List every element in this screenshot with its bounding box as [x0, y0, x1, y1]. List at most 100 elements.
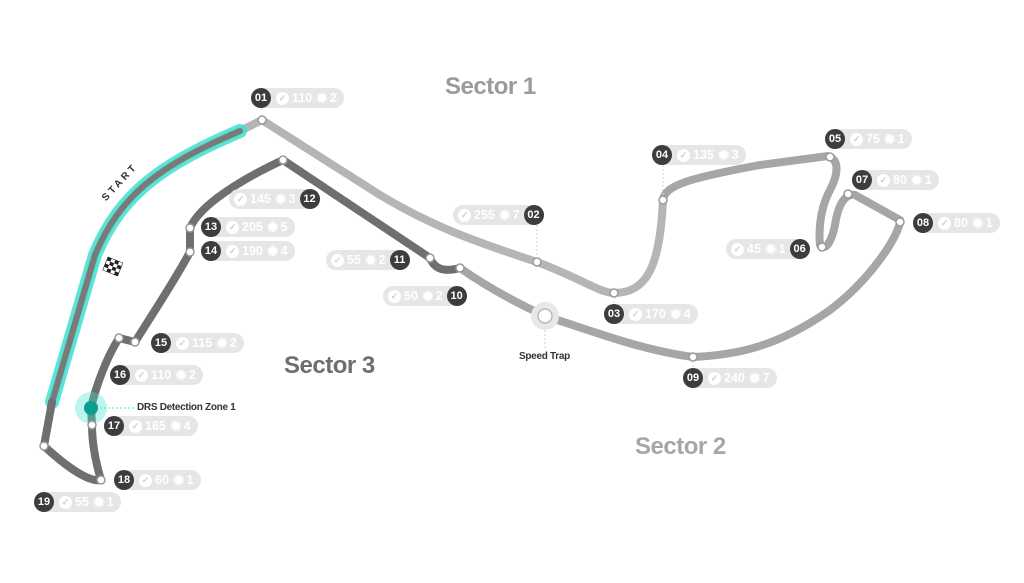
corner-dot-05 — [825, 152, 835, 162]
corner-speed: 45 — [747, 242, 761, 256]
corner-gear: 1 — [778, 242, 786, 256]
corner-02-info: ✓ 255 ✹ 7 02 — [453, 205, 544, 225]
corner-08-info: 08 ✓ 80 ✹ 1 — [913, 213, 1000, 233]
corner-speed: 50 — [404, 289, 418, 303]
speed-check-icon: ✓ — [731, 242, 744, 256]
gear-icon: ✹ — [92, 494, 105, 510]
gear-icon: ✹ — [216, 335, 228, 351]
corner-gear: 7 — [512, 208, 520, 222]
corner-dot-10 — [455, 263, 465, 273]
corner-speed: 60 — [155, 473, 169, 487]
corner-dot-03 — [609, 288, 619, 298]
corner-number: 02 — [523, 205, 544, 225]
corner-speed: 80 — [893, 173, 907, 187]
speed-check-icon: ✓ — [629, 307, 642, 321]
gear-icon: ✹ — [172, 472, 185, 488]
corner-leaders — [261, 104, 831, 368]
speed-check-icon: ✓ — [226, 244, 239, 258]
corner-gear: 2 — [229, 336, 237, 350]
speed-check-icon: ✓ — [234, 192, 247, 206]
corner-speed: 110 — [292, 91, 313, 105]
speed-check-icon: ✓ — [388, 289, 401, 303]
corner-number: 10 — [446, 286, 467, 306]
corner-gear: 1 — [924, 173, 932, 187]
speed-check-icon: ✓ — [129, 419, 142, 433]
corner-09-info: 09 ✓ 240 ✹ 7 — [683, 368, 777, 388]
corner-speed: 75 — [866, 132, 880, 146]
corner-gear: 1 — [106, 495, 114, 509]
sector-1-label: Sector 1 — [445, 73, 536, 100]
speed-check-icon: ✓ — [135, 368, 148, 382]
corner-dot-16 — [114, 333, 124, 343]
corner-speed: 170 — [645, 307, 666, 321]
speed-check-icon: ✓ — [139, 473, 152, 487]
corner-speed: 145 — [250, 192, 271, 206]
corner-13-info: 13 ✓ 205 ✹ 5 — [201, 217, 295, 237]
speed-trap-label: Speed Trap — [519, 351, 570, 362]
corner-05-info: 05 ✓ 75 ✹ 1 — [825, 129, 912, 149]
corner-dot-01 — [257, 115, 267, 125]
corner-number: 15 — [151, 333, 171, 353]
speed-check-icon: ✓ — [708, 371, 721, 385]
corner-dot-02 — [532, 257, 542, 267]
gear-icon: ✹ — [169, 418, 182, 434]
corner-dot-14 — [185, 247, 195, 257]
corner-11-info: ✓ 55 ✹ 2 11 — [326, 250, 410, 270]
corner-speed: 240 — [724, 371, 745, 385]
speed-check-icon: ✓ — [877, 173, 890, 187]
gear-icon: ✹ — [364, 252, 377, 268]
start-straight-core — [49, 128, 243, 405]
corner-10-info: ✓ 50 ✹ 2 10 — [383, 286, 467, 306]
speed-check-icon: ✓ — [59, 495, 72, 509]
gear-icon: ✹ — [669, 306, 682, 322]
corner-gear: 2 — [435, 289, 443, 303]
speed-check-icon: ✓ — [176, 336, 189, 350]
corner-number: 16 — [110, 365, 130, 385]
corner-gear: 2 — [329, 91, 337, 105]
corner-number: 07 — [852, 170, 872, 190]
sector-3-label: Sector 3 — [284, 352, 375, 379]
corner-number: 05 — [825, 129, 845, 149]
corner-17-info: 17 ✓ 165 ✹ 4 — [104, 416, 198, 436]
start-flag-icon — [102, 256, 124, 277]
corner-dot-07 — [843, 189, 853, 199]
speed-check-icon: ✓ — [331, 253, 344, 267]
speed-check-icon: ✓ — [677, 148, 690, 162]
drs-detection-dot — [84, 401, 98, 415]
corner-speed: 55 — [347, 253, 361, 267]
corner-18-info: 18 ✓ 60 ✹ 1 — [114, 470, 201, 490]
speed-check-icon: ✓ — [226, 220, 239, 234]
corner-number: 06 — [789, 239, 810, 259]
corner-dot-15 — [130, 337, 140, 347]
corner-number: 17 — [104, 416, 124, 436]
corner-06-info: ✓ 45 ✹ 1 06 — [726, 239, 810, 259]
corner-number: 01 — [251, 88, 271, 108]
corner-dot-08 — [895, 217, 905, 227]
corner-07-info: 07 ✓ 80 ✹ 1 — [852, 170, 939, 190]
gear-icon: ✹ — [748, 370, 761, 386]
corner-dot-04 — [658, 195, 668, 205]
gear-icon: ✹ — [498, 207, 511, 223]
corner-speed: 190 — [242, 244, 263, 258]
speed-check-icon: ✓ — [458, 208, 471, 222]
corner-gear: 4 — [683, 307, 691, 321]
corner-gear: 1 — [897, 132, 905, 146]
corner-gear: 5 — [280, 220, 288, 234]
corner-speed: 80 — [954, 216, 968, 230]
corner-gear: 1 — [985, 216, 993, 230]
corner-number: 14 — [201, 241, 221, 261]
corner-number: 09 — [683, 368, 703, 388]
corner-number: 19 — [34, 492, 54, 512]
corner-dot-12 — [278, 155, 288, 165]
corner-number: 13 — [201, 217, 221, 237]
corner-speed: 255 — [474, 208, 495, 222]
corner-15-info: 15 ✓ 115 ✹ 2 — [151, 333, 244, 353]
speed-check-icon: ✓ — [938, 216, 951, 230]
corner-12-info: ✓ 145 ✹ 3 12 — [229, 189, 320, 209]
corner-dot-13 — [185, 223, 195, 233]
gear-icon: ✹ — [971, 215, 984, 231]
gear-icon: ✹ — [910, 172, 923, 188]
corner-number: 11 — [389, 250, 410, 270]
corner-03-info: 03 ✓ 170 ✹ 4 — [604, 304, 698, 324]
